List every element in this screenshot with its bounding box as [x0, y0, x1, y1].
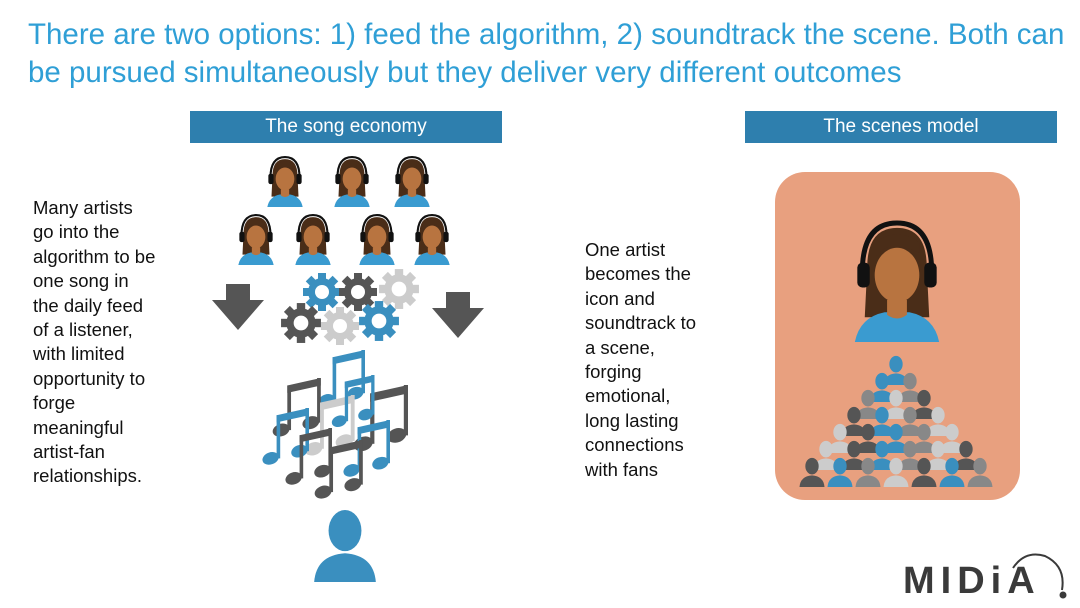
artist-icon: [294, 213, 332, 265]
featured-artist-icon: [855, 223, 939, 342]
artist-icon: [413, 213, 451, 265]
artist-icon: [237, 213, 275, 265]
listener-icon: [314, 510, 376, 582]
song-economy-header: The song economy: [190, 111, 502, 143]
artist-icon: [266, 155, 304, 207]
artist-icons-row-2: [237, 213, 451, 265]
artist-icon: [358, 213, 396, 265]
gears-icon: [281, 269, 419, 345]
artist-icon: [333, 155, 371, 207]
scenes-model-header: The scenes model: [745, 111, 1057, 143]
song-economy-description: Many artists go into the algorithm to be…: [33, 197, 156, 487]
down-arrow-icon: [212, 284, 264, 330]
music-notes-icon: [260, 350, 409, 501]
slide-title: There are two options: 1) feed the algor…: [28, 18, 1065, 89]
scenes-model-description: One artist becomes the icon and soundtra…: [585, 239, 697, 480]
midia-logo: MIDiA: [903, 560, 1041, 602]
artist-icon: [393, 155, 431, 207]
down-arrow-icon: [432, 292, 484, 338]
artist-icons-row-1: [266, 155, 431, 207]
